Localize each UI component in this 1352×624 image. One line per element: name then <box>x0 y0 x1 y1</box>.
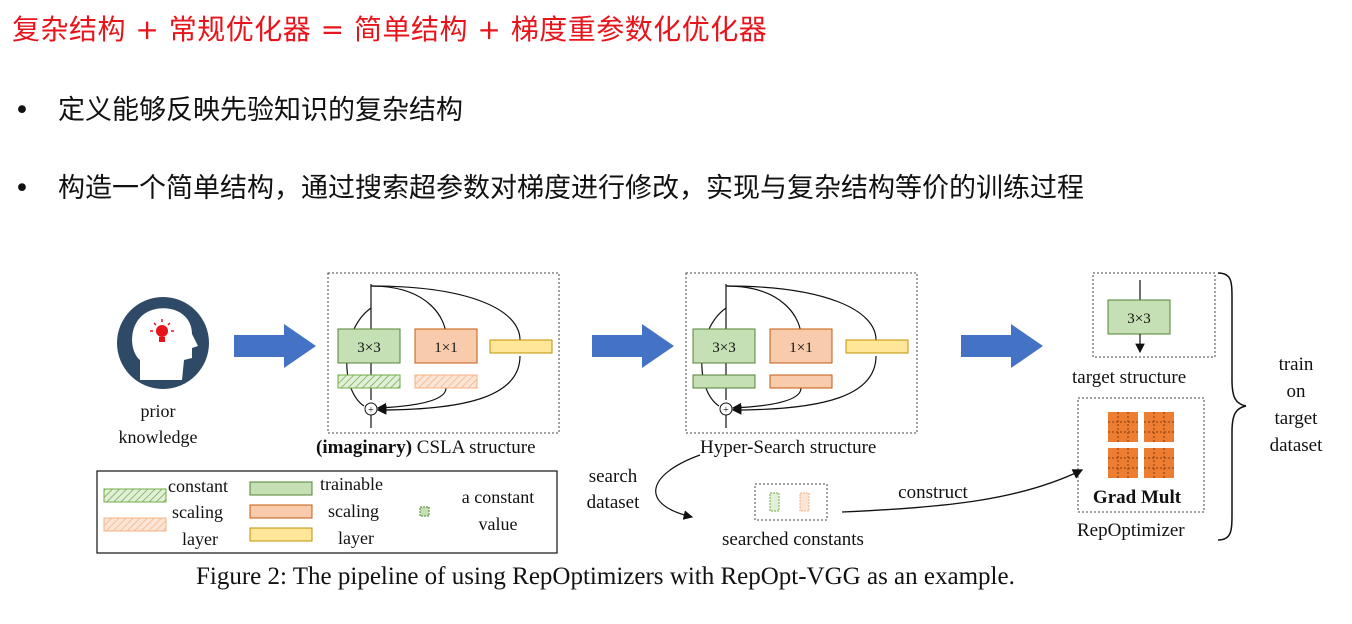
grad-mult-cell <box>1144 448 1174 478</box>
target-label: target <box>1275 408 1319 429</box>
dataset-label: dataset <box>587 492 640 513</box>
legend: constant scaling layer trainable scaling… <box>96 470 558 554</box>
brace-icon <box>1217 272 1247 541</box>
legend-scaling: scaling <box>172 502 223 522</box>
head-lightbulb-icon <box>117 297 209 389</box>
conv3x3-label: 3×3 <box>712 340 735 356</box>
knowledge-label: knowledge <box>119 427 198 447</box>
flow-arrow-1 <box>234 324 316 368</box>
train-label: train <box>1279 354 1314 375</box>
legend-layer: layer <box>182 529 218 549</box>
grad-mult-label: Grad Mult <box>1093 487 1182 508</box>
csla-caption: (imaginary) CSLA structure <box>316 437 536 458</box>
search-label: search <box>589 466 638 487</box>
grad-mult-cell <box>1108 448 1138 478</box>
conv3x3-label: 3×3 <box>1127 311 1150 327</box>
searched-constants-box <box>754 483 828 521</box>
hyper-search-structure: 3×3 1×1 + <box>685 272 918 434</box>
conv1x1-label: 1×1 <box>434 340 457 356</box>
bullet-dot: • <box>14 95 30 126</box>
grad-mult-grid-icon <box>1108 412 1174 478</box>
legend-value: value <box>479 514 518 534</box>
repoptimizer-caption: RepOptimizer <box>1077 520 1185 541</box>
legend-t-scaling: scaling <box>328 501 379 521</box>
prior-label: prior <box>141 401 176 421</box>
search-flow-arrow <box>655 454 701 520</box>
grad-mult-box: Grad Mult <box>1077 397 1205 513</box>
legend-t-layer: layer <box>338 528 374 548</box>
legend-constant-value: a constant <box>462 487 534 507</box>
add-op-icon: + <box>723 405 729 416</box>
flow-arrow-3 <box>961 324 1043 368</box>
bullet-item: • 定义能够反映先验知识的复杂结构 <box>14 88 463 127</box>
legend-trainable: trainable <box>320 474 383 494</box>
bullet-text: 构造一个简单结构，通过搜索超参数对梯度进行修改，实现与复杂结构等价的训练过程 <box>58 173 1084 204</box>
bullet-item: • 构造一个简单结构，通过搜索超参数对梯度进行修改，实现与复杂结构等价的训练过程 <box>14 166 1084 205</box>
conv1x1-label: 1×1 <box>789 340 812 356</box>
dataset-label: dataset <box>1270 435 1323 456</box>
add-op-icon: + <box>368 405 374 416</box>
on-label: on <box>1287 381 1307 402</box>
flow-arrow-2 <box>592 324 674 368</box>
conv3x3-label: 3×3 <box>357 340 380 356</box>
construct-label: construct <box>898 482 968 503</box>
csla-structure: 3×3 1×1 + <box>327 272 560 434</box>
grad-mult-cell <box>1108 412 1138 442</box>
figure-caption: Figure 2: The pipeline of using RepOptim… <box>196 563 1015 590</box>
target-structure: 3×3 <box>1092 272 1216 358</box>
legend-constant: constant <box>168 476 228 496</box>
bullet-dot: • <box>14 173 30 204</box>
target-structure-caption: target structure <box>1072 367 1186 388</box>
searched-constants-label: searched constants <box>722 529 864 550</box>
hyper-search-caption: Hyper-Search structure <box>700 437 876 458</box>
construct-arrow <box>841 469 1084 513</box>
bullet-text: 定义能够反映先验知识的复杂结构 <box>58 95 463 126</box>
slide-title: 复杂结构 + 常规优化器 = 简单结构 + 梯度重参数化优化器 <box>12 13 768 46</box>
grad-mult-cell <box>1144 412 1174 442</box>
